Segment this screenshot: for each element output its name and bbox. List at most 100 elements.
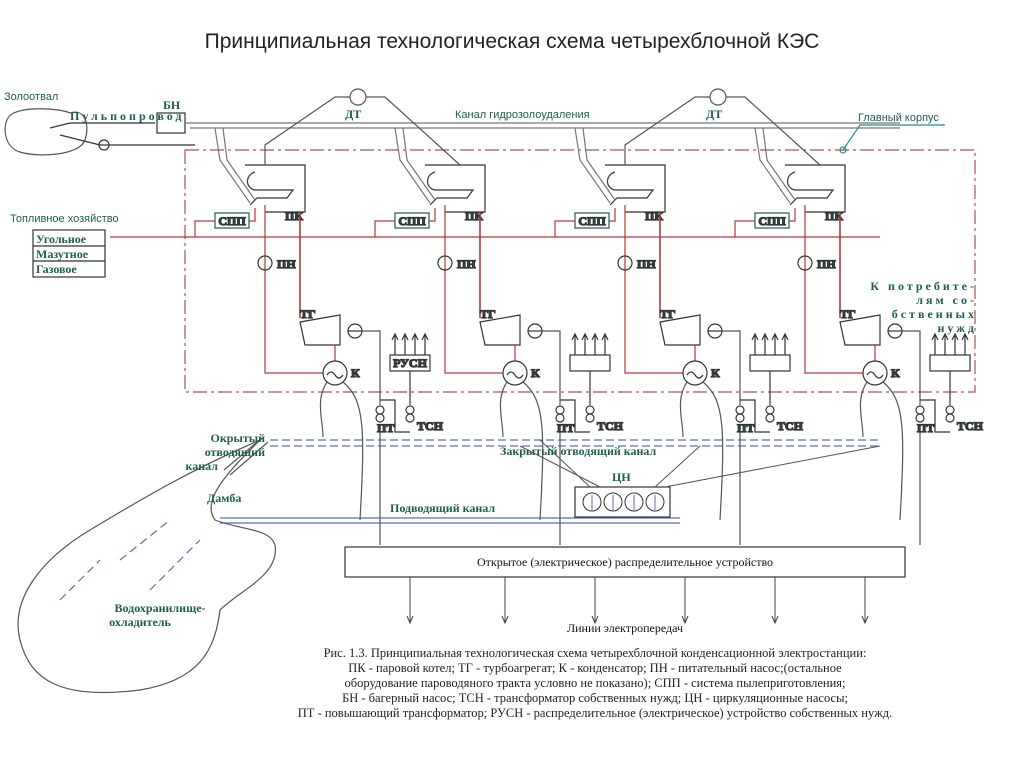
k-label: К [351, 366, 360, 380]
pt-transformer-icon [375, 413, 385, 423]
consumer-arrow [781, 332, 789, 355]
generator-busline [362, 330, 381, 545]
slide-title: Принципиальная технологическая схема чет… [204, 30, 820, 53]
caption-line-3: оборудование пароводяного тракта условно… [345, 676, 846, 690]
pump-icon [98, 139, 110, 151]
fuel-feed-line [734, 208, 796, 237]
closed-channel-label: Закрытый отводящий канал [500, 444, 657, 458]
feedwater-line [444, 205, 503, 374]
fuel-oil: Мазутное [36, 247, 89, 261]
caption-line-5: ПТ - повышающий трансформатор; РУСН - ра… [298, 706, 892, 720]
tsn-transformer-icon [945, 405, 955, 415]
power-line-output [501, 577, 509, 625]
tsn-transformer-icon [585, 413, 595, 423]
consumer-arrow [421, 332, 429, 355]
caption-line-1: Рис. 1.3. Принципиальная технологическая… [324, 646, 867, 660]
pk-label: ПК [465, 209, 483, 223]
open-channel-1: Окрытый [211, 431, 266, 445]
caption-line-2: ПК - паровой котел; ТГ - турбоагрегат; К… [348, 661, 842, 675]
bn-label: БН [163, 98, 181, 112]
pt-transformer-icon [735, 413, 745, 423]
pt-transformer-icon [735, 405, 745, 415]
tsn-link [740, 371, 771, 433]
pt-label: ПТ [377, 421, 394, 435]
fuel-label: Топливное хозяйство [10, 213, 119, 225]
pn-pump-icon [617, 255, 633, 271]
pk-label: ПК [285, 209, 303, 223]
oru-label: Открытое (электрическое) распределительн… [477, 555, 773, 569]
cooling-water-lines [499, 381, 544, 521]
circulation-pumps-box [574, 486, 671, 518]
pk-label: ПК [645, 209, 663, 223]
consumer-arrow [581, 332, 589, 355]
consumer-arrow [411, 332, 419, 355]
power-line-output [861, 577, 869, 625]
power-line-output [406, 577, 414, 625]
main-building-label: Главный корпус [858, 112, 939, 124]
spp-label: СПП [398, 214, 426, 228]
dt-icon [349, 88, 367, 106]
tsn-transformer-icon [405, 405, 415, 415]
spp-label: СПП [218, 214, 246, 228]
turbine-icon [659, 314, 701, 346]
feedwater-line [624, 205, 683, 374]
open-drain-channel [223, 437, 269, 476]
dt-icon [709, 88, 727, 106]
dt-unit [624, 88, 821, 166]
tsn-label: ТСН [957, 419, 984, 433]
oru-box [344, 546, 906, 578]
tg-label: ТГ [840, 307, 856, 321]
pn-label: ПН [457, 257, 476, 271]
dt-lines [264, 96, 461, 166]
tsn-link [380, 371, 411, 433]
rusn-box [749, 354, 791, 372]
feedwater-line [804, 205, 863, 374]
flue-duct [574, 127, 616, 204]
ash-channel-label: Канал гидрозолоудаления [455, 109, 590, 121]
tsn-transformer-icon [765, 405, 775, 415]
tsn-transformer-icon [585, 405, 595, 415]
turbine-icon [839, 314, 881, 346]
cn-label: ЦН [612, 470, 631, 484]
pn-pump-icon [797, 255, 813, 271]
supply-channel-label: Подводящий канал [390, 501, 495, 515]
dt-lines [624, 96, 821, 166]
cn-pump-icon [624, 492, 644, 512]
boiler [245, 164, 306, 213]
ash-dump-label: Золоотвал [4, 91, 58, 103]
dt-label-2: ДТ [706, 107, 722, 121]
power-line-output [771, 577, 779, 625]
caption-line-4: БН - багерный насос; ТСН - трансформатор… [342, 691, 848, 705]
pt-transformer-icon [555, 405, 565, 415]
flue-duct [394, 127, 436, 204]
cn-discharge-lines [519, 439, 881, 488]
consumer-arrow [601, 332, 609, 355]
consumers-line-1: К потребите- [870, 279, 977, 293]
condenser-coil [506, 371, 524, 379]
pt-label: ПТ [557, 421, 574, 435]
dt-label-1: ДТ [345, 107, 361, 121]
consumer-arrow [761, 332, 769, 355]
dt-unit [264, 88, 461, 166]
boiler [425, 164, 486, 213]
pt-transformer-icon [375, 405, 385, 415]
cooling-water-lines [859, 381, 904, 521]
spp-label: СПП [758, 214, 786, 228]
pk-label: ПК [825, 209, 843, 223]
condenser-icon [682, 360, 708, 386]
feedwater-line [264, 205, 323, 374]
pn-label: ПН [637, 257, 656, 271]
tg-label: ТГ [480, 307, 496, 321]
pt-transformer-icon [915, 405, 925, 415]
pn-pump-icon [437, 255, 453, 271]
k-label: К [891, 366, 900, 380]
rusn-label: РУСН [393, 356, 428, 370]
supply-channel [220, 517, 680, 524]
consumer-arrow [771, 332, 779, 355]
condenser-icon [322, 360, 348, 386]
consumer-arrow [941, 332, 949, 355]
